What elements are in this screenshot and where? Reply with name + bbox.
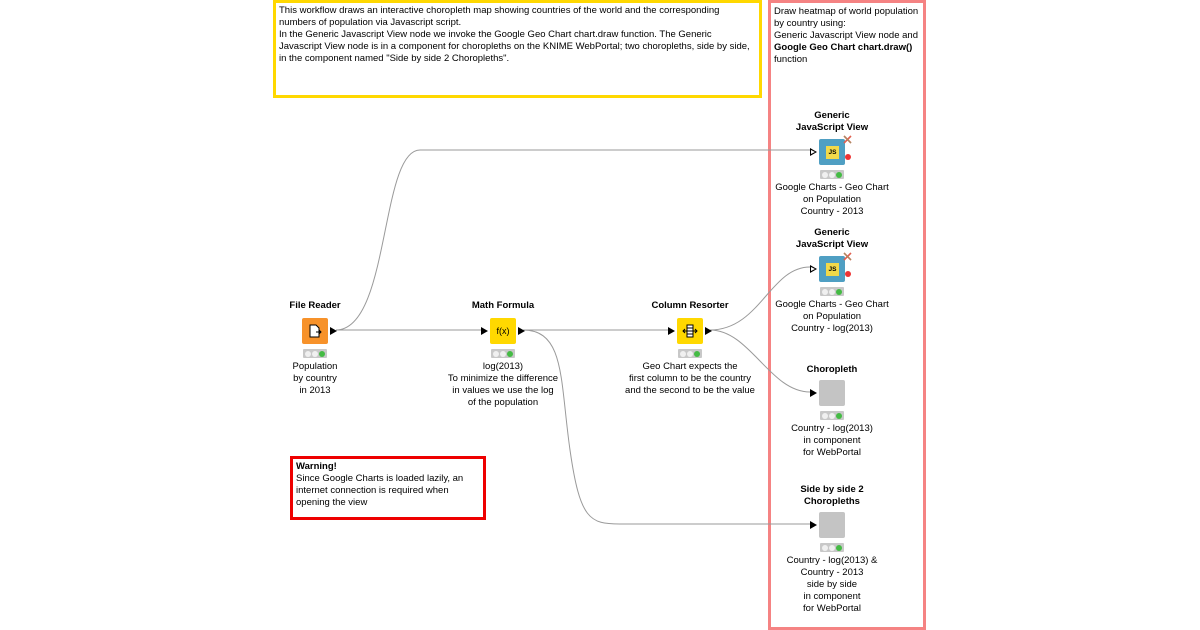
node-icon-box[interactable]: JS <box>810 252 852 282</box>
js-icon: JS <box>826 263 839 276</box>
node-column-resorter[interactable]: Column Resorter Geo Chart expects the fi… <box>625 300 755 397</box>
flow-variable-port-icon[interactable] <box>845 154 851 160</box>
node-label[interactable]: Geo Chart expects the first column to be… <box>625 361 755 396</box>
status-traffic-light <box>303 349 327 358</box>
connection-column-resorter-to-js-view-2[interactable] <box>709 266 811 331</box>
flow-variable-port-icon[interactable] <box>845 271 851 277</box>
node-title: Column Resorter <box>651 300 729 311</box>
connection-column-resorter-to-choropleth[interactable] <box>709 329 811 393</box>
node-title: Side by side 2 Choropleths <box>800 484 864 507</box>
heatmap-annotation: Draw heatmap of world population by coun… <box>768 0 926 630</box>
node-label[interactable]: Google Charts - Geo Chart on Population … <box>775 299 889 334</box>
x-mark-icon <box>843 252 852 261</box>
node-generic-js-view-log2013[interactable]: Generic JavaScript View JS Google Charts… <box>766 227 898 335</box>
node-title: Generic JavaScript View <box>795 110 869 133</box>
node-icon-box[interactable] <box>302 318 337 344</box>
node-label[interactable]: Country - log(2013) & Country - 2013 sid… <box>786 555 878 614</box>
status-traffic-light <box>820 411 844 420</box>
component-icon[interactable] <box>810 512 845 538</box>
connection-math-formula-to-side-by-side[interactable] <box>522 329 810 525</box>
node-label[interactable]: Country - log(2013) in component for Web… <box>791 423 873 458</box>
status-traffic-light <box>820 543 844 552</box>
warning-text: Since Google Charts is loaded lazily, an… <box>296 473 464 508</box>
heatmap-text-3: function <box>774 54 808 65</box>
heatmap-bold-text: Google Geo Chart chart.draw() <box>774 42 913 53</box>
node-choropleth[interactable]: Choropleth Country - log(2013) in compon… <box>766 364 898 459</box>
input-port[interactable] <box>481 327 488 335</box>
node-label[interactable]: log(2013) To minimize the difference in … <box>447 361 559 408</box>
component-icon[interactable] <box>810 380 845 406</box>
heatmap-text-2: Generic Javascript View node and <box>774 30 918 41</box>
output-port[interactable] <box>705 327 712 335</box>
input-port[interactable] <box>810 389 817 397</box>
node-title: File Reader <box>289 300 341 311</box>
status-traffic-light <box>820 287 844 296</box>
file-reader-icon <box>302 318 328 344</box>
heatmap-text-1: Draw heatmap of world population by coun… <box>774 6 919 29</box>
node-label[interactable]: Google Charts - Geo Chart on Population … <box>775 182 889 217</box>
node-title: Generic JavaScript View <box>795 227 869 250</box>
node-title: Math Formula <box>471 300 535 311</box>
status-traffic-light <box>678 349 702 358</box>
node-math-formula[interactable]: Math Formula f(x) log(2013) To minimize … <box>438 300 568 409</box>
node-icon-box[interactable] <box>668 318 712 344</box>
description-line-2: In the Generic Javascript View node we i… <box>279 29 750 64</box>
output-port[interactable] <box>518 327 525 335</box>
node-icon-box[interactable]: f(x) <box>481 318 525 344</box>
x-mark-icon <box>843 135 852 144</box>
js-icon: JS <box>826 146 839 159</box>
status-traffic-light <box>491 349 515 358</box>
warning-title: Warning! <box>296 461 337 472</box>
node-file-reader[interactable]: File Reader Population by country in 201… <box>250 300 380 397</box>
node-generic-js-view-2013[interactable]: Generic JavaScript View JS Google Charts… <box>766 110 898 218</box>
node-side-by-side-choropleths[interactable]: Side by side 2 Choropleths Country - log… <box>766 484 898 615</box>
node-label[interactable]: Population by country in 2013 <box>292 361 338 396</box>
input-port[interactable] <box>810 265 817 273</box>
output-port[interactable] <box>330 327 337 335</box>
column-resorter-icon <box>677 318 703 344</box>
node-title: Choropleth <box>806 364 858 375</box>
workflow-description-annotation: This workflow draws an interactive choro… <box>273 0 762 98</box>
status-traffic-light <box>820 170 844 179</box>
node-icon-box[interactable]: JS <box>810 135 852 165</box>
input-port[interactable] <box>668 327 675 335</box>
fx-icon: f(x) <box>496 326 510 336</box>
connection-file-reader-to-js-view-1[interactable] <box>335 149 810 331</box>
warning-annotation: Warning! Since Google Charts is loaded l… <box>290 456 486 520</box>
description-line-1: This workflow draws an interactive choro… <box>279 5 720 28</box>
input-port[interactable] <box>810 148 817 156</box>
input-port[interactable] <box>810 521 817 529</box>
